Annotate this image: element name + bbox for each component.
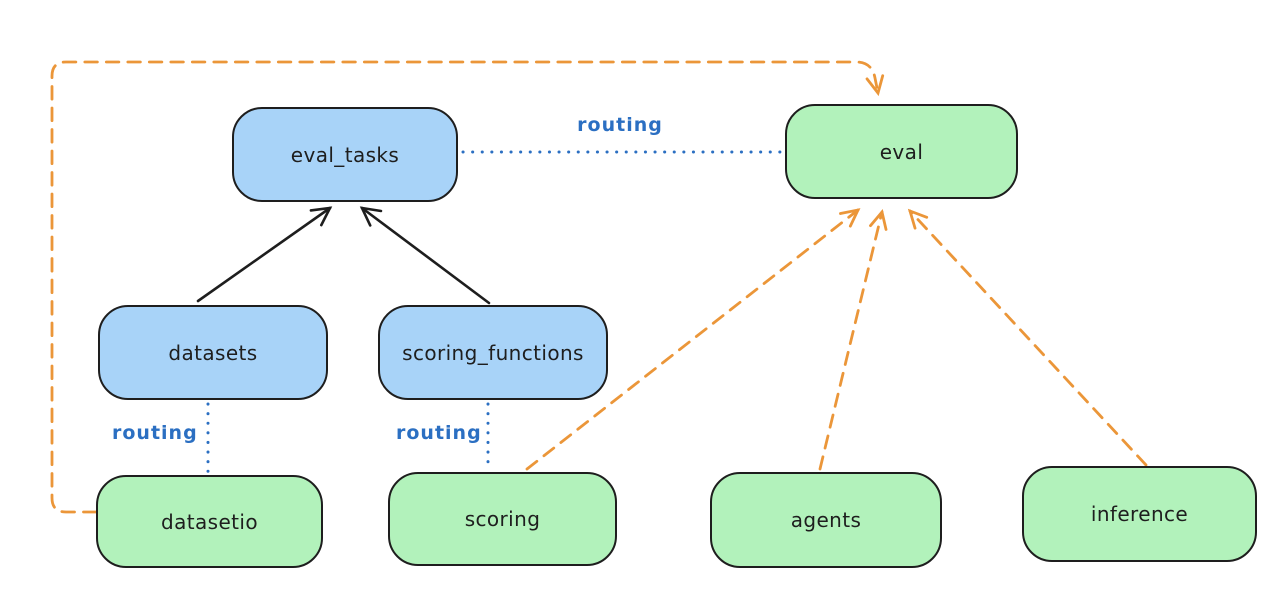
node-inference-label: inference bbox=[1090, 502, 1189, 526]
node-datasets-label: datasets bbox=[168, 340, 258, 365]
node-agents: agents bbox=[710, 472, 942, 568]
routing-label-eval-tasks-eval: routing bbox=[577, 114, 663, 136]
node-scoring-functions: scoring_functions bbox=[378, 305, 608, 400]
node-datasetio-label: datasetio bbox=[160, 509, 258, 534]
routing-label-datasets-datasetio: routing bbox=[112, 422, 198, 444]
edge-scoring-to-eval bbox=[525, 208, 861, 471]
node-eval: eval bbox=[785, 104, 1018, 199]
node-agents-label: agents bbox=[790, 508, 862, 532]
routing-label-scoring-functions-scoring: routing bbox=[396, 422, 482, 444]
node-scoring-label: scoring bbox=[464, 507, 541, 531]
node-scoring-functions-label: scoring_functions bbox=[402, 340, 584, 365]
node-scoring: scoring bbox=[388, 472, 617, 566]
edge-scoring-functions-to-eval-tasks bbox=[359, 206, 491, 305]
node-datasets: datasets bbox=[98, 305, 328, 400]
edge-inference-to-eval bbox=[907, 208, 1148, 467]
node-inference: inference bbox=[1022, 466, 1257, 562]
node-eval-label: eval bbox=[879, 139, 924, 164]
edge-datasets-to-eval-tasks bbox=[196, 206, 333, 303]
edge-agents-to-eval bbox=[818, 208, 888, 471]
edge-datasetio-to-eval bbox=[50, 60, 885, 514]
node-datasetio: datasetio bbox=[96, 475, 323, 568]
node-eval-tasks: eval_tasks bbox=[232, 107, 458, 202]
node-eval-tasks-label: eval_tasks bbox=[290, 142, 400, 167]
